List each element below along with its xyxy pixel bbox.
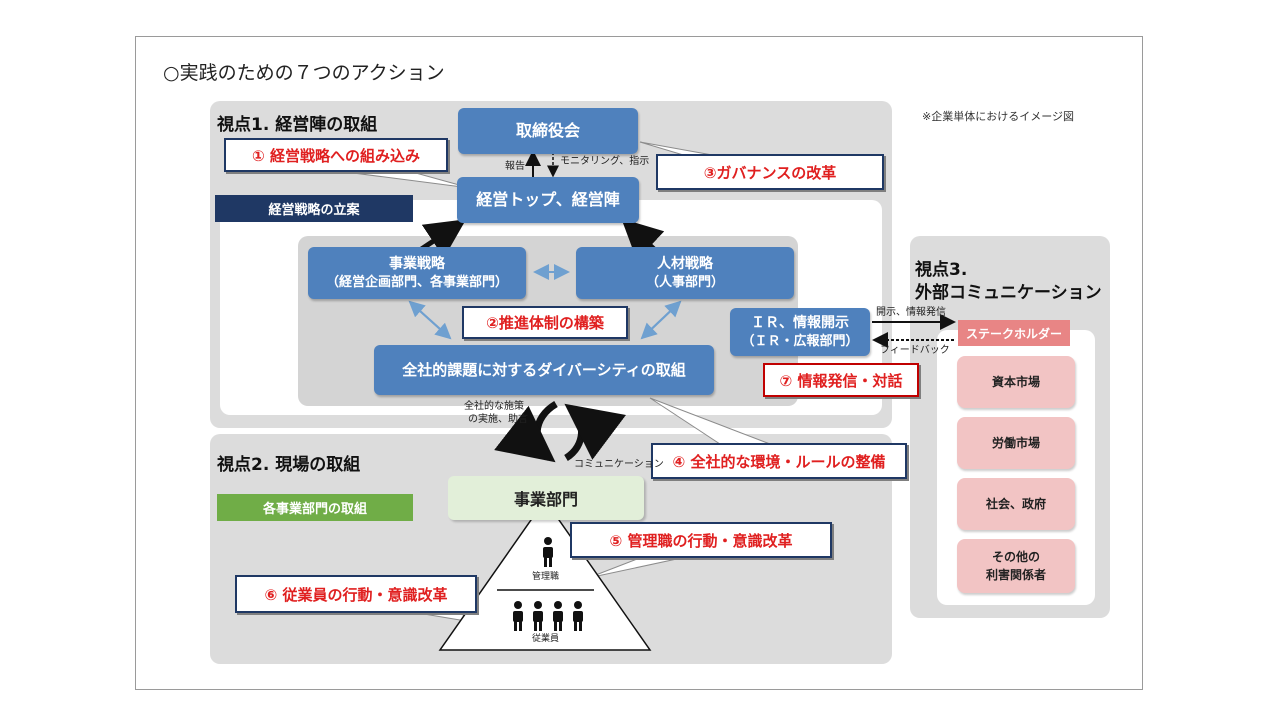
hr-strategy-title: 人材戦略 xyxy=(657,255,713,272)
stakeholder-capital-market: 資本市場 xyxy=(957,356,1075,408)
manager-person-icon xyxy=(543,537,553,567)
stakeholder-item-text-line2: 利害関係者 xyxy=(985,568,1046,582)
communication-label: コミュニケーション xyxy=(574,459,664,470)
perspective2-title: 視点2. 現場の取組 xyxy=(217,455,361,475)
callout-action-3: ③ガバナンスの改革 xyxy=(656,154,884,190)
callout1-tail xyxy=(329,169,471,189)
planning-label: 経営戦略の立案 xyxy=(215,195,413,222)
feedback-label: フィードバック xyxy=(880,345,950,356)
measures-label-line2: の実施、助言 xyxy=(468,414,528,425)
ir-box: ＩＲ、情報開示 （ＩＲ・広報部門） xyxy=(730,308,870,356)
stakeholder-society-government: 社会、政府 xyxy=(957,478,1075,530)
employees-label: 従業員 xyxy=(532,634,560,644)
stakeholder-item-text: 労働市場 xyxy=(991,436,1040,450)
callout4-tail xyxy=(649,397,771,445)
callout-action-1: ① 経営戦略への組み込み xyxy=(224,138,448,172)
board-box: 取締役会 xyxy=(458,108,638,154)
perspective3-title-line1: 視点3. xyxy=(915,260,968,280)
top-management-box: 経営トップ、経営陣 xyxy=(457,177,639,223)
biz-to-top-arrow xyxy=(418,219,467,259)
employee-person-icons xyxy=(513,601,583,631)
stakeholder-header: ステークホルダー xyxy=(958,320,1070,346)
callout-action-4: ④ 全社的な環境・ルールの整備 xyxy=(651,443,907,479)
stakeholder-item-text: 社会、政府 xyxy=(985,497,1046,511)
business-strategy-sub: （経営企画部門、各事業部門） xyxy=(325,274,508,290)
callout-action-7: ⑦ 情報発信・対話 xyxy=(763,363,919,397)
business-strategy-box: 事業戦略 （経営企画部門、各事業部門） xyxy=(308,247,526,299)
stakeholder-labor-market: 労働市場 xyxy=(957,417,1075,469)
page-title: ○実践のための７つのアクション xyxy=(163,62,445,84)
measures-label-line1: 全社的な施策 xyxy=(464,401,524,412)
callout-action-5: ⑤ 管理職の行動・意識改革 xyxy=(570,522,832,558)
biz-company-arrow-back xyxy=(408,300,451,339)
hr-to-top-arrow xyxy=(621,218,665,261)
perspective3-title-line2: 外部コミュニケーション xyxy=(915,283,1102,303)
perspective1-title: 視点1. 経営陣の取組 xyxy=(217,115,378,135)
managers-label: 管理職 xyxy=(532,572,560,582)
cycle-arrow-down xyxy=(494,400,558,463)
business-unit-box: 事業部門 xyxy=(448,476,644,520)
disclosure-label: 開示、情報発信 xyxy=(876,307,946,318)
business-strategy-title: 事業戦略 xyxy=(389,255,445,272)
callout-action-6: ⑥ 従業員の行動・意識改革 xyxy=(235,575,477,613)
callout-action-2: ②推進体制の構築 xyxy=(462,306,628,339)
division-label: 各事業部門の取組 xyxy=(217,494,413,521)
hr-company-arrow-back xyxy=(641,300,682,339)
hr-strategy-box: 人材戦略 （人事部門） xyxy=(576,247,794,299)
hr-strategy-sub: （人事部門） xyxy=(645,274,724,290)
monitoring-label: モニタリング、指示 xyxy=(560,156,650,167)
ir-title: ＩＲ、情報開示 xyxy=(751,314,849,331)
ir-sub: （ＩＲ・広報部門） xyxy=(741,333,859,349)
company-wide-box: 全社的課題に対するダイバーシティの取組 xyxy=(374,345,714,395)
report-label: 報告 xyxy=(505,161,525,172)
image-note: ※企業単体におけるイメージ図 xyxy=(922,110,1074,123)
stakeholder-others: その他の 利害関係者 xyxy=(957,539,1075,593)
stakeholder-item-text: その他の xyxy=(991,550,1040,564)
pyramid xyxy=(438,498,652,651)
stakeholder-item-text: 資本市場 xyxy=(991,375,1040,389)
cycle-arrow-up xyxy=(563,403,626,461)
